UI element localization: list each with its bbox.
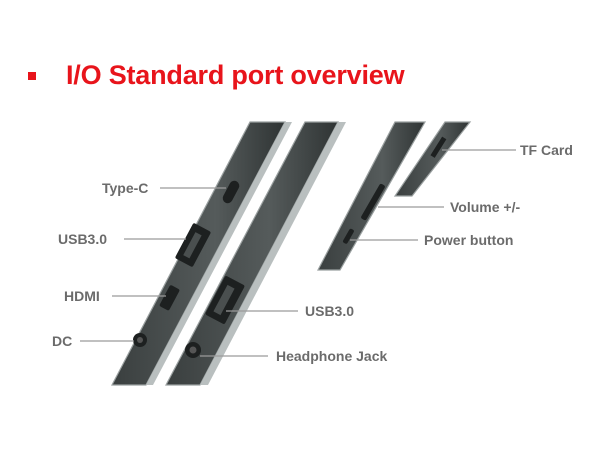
left-device-side [111, 121, 292, 386]
label-power-button: Power button [424, 232, 513, 248]
power-button [343, 228, 354, 244]
label-volume: Volume +/- [450, 199, 520, 215]
volume-buttons [361, 183, 385, 221]
label-dc: DC [52, 333, 72, 349]
label-headphone-jack: Headphone Jack [276, 348, 387, 364]
hdmi-port [159, 285, 180, 311]
label-type-c: Type-C [102, 180, 148, 196]
page-title: I/O Standard port overview [66, 60, 405, 90]
label-hdmi: HDMI [64, 288, 100, 304]
label-tf-card: TF Card [520, 142, 573, 158]
right-upper-device [393, 121, 472, 197]
middle-device-side [165, 121, 346, 386]
bullet-square [28, 71, 36, 80]
title-row: I/O Standard port overview [28, 60, 405, 91]
right-lower-device [317, 121, 427, 271]
label-usb3-right: USB3.0 [305, 303, 354, 319]
leader-lines [80, 149, 516, 357]
type-c-port [222, 180, 240, 204]
label-usb3-left: USB3.0 [58, 231, 107, 247]
tf-card-slot [430, 136, 447, 158]
